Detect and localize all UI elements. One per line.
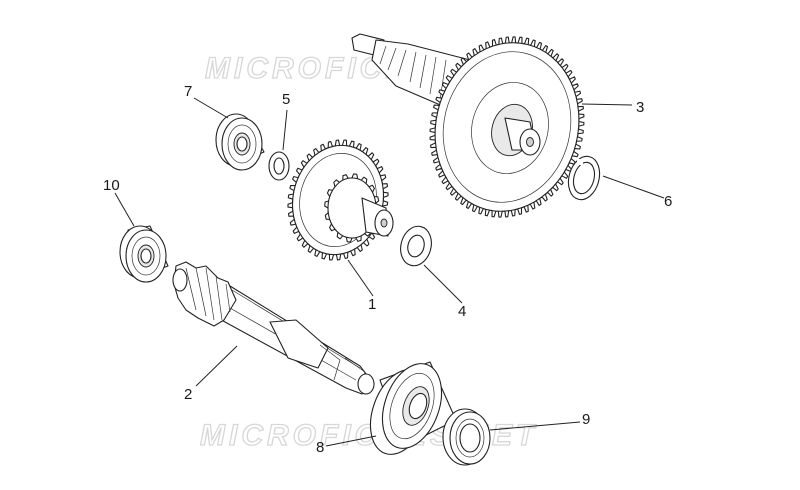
callout-5: 5 [282,91,290,108]
callout-1: 1 [368,296,376,313]
part-7-bearing [215,113,265,171]
part-8-bearing [369,361,457,455]
part-4-thrust-washer [400,225,432,267]
part-3-driven-gear-shaft [351,33,585,218]
callout-9: 9 [582,411,590,428]
part-5-washer [268,151,290,181]
part-10-bearing [119,225,169,283]
part-1-intermediate-gear [287,139,394,261]
callout-8: 8 [316,439,324,456]
part-6-circlip [567,155,601,201]
leader-lines [114,97,665,447]
callout-4: 4 [458,303,466,320]
callout-2: 2 [184,386,192,403]
callout-10: 10 [103,177,120,194]
part-2-pinion-shaft [172,261,375,395]
callout-7: 7 [184,83,192,100]
callout-labels: 1 2 3 4 5 6 7 8 9 10 [103,83,672,456]
callout-6: 6 [664,193,672,210]
callout-3: 3 [636,99,644,116]
part-9-oil-seal [442,408,491,466]
